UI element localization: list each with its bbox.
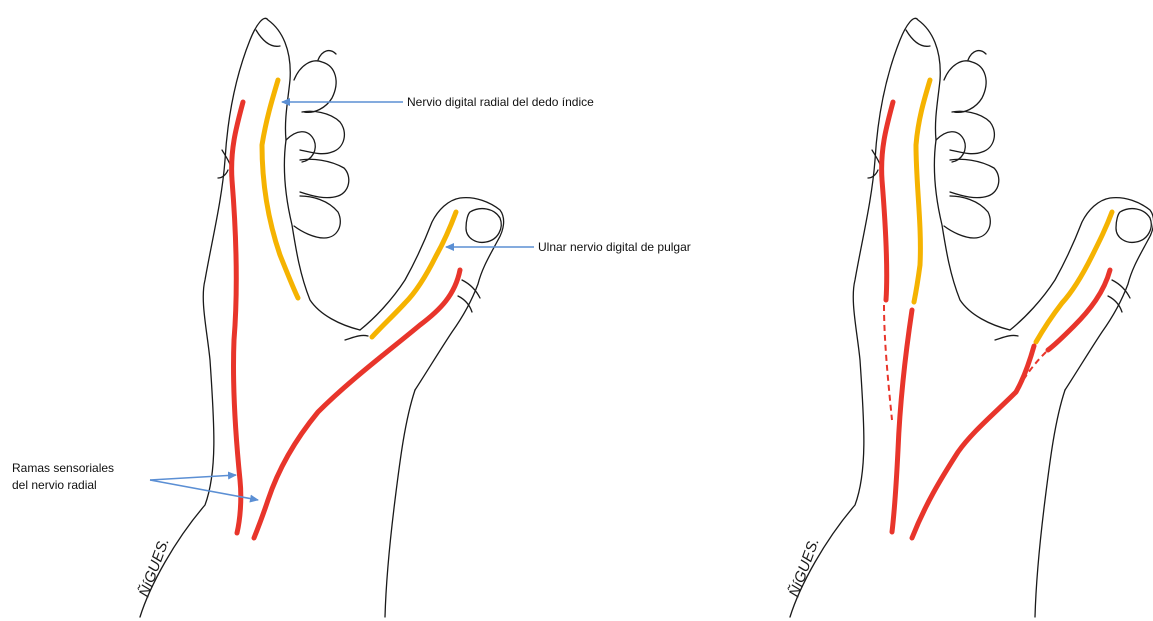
right-index-digital-nerve: [914, 80, 930, 302]
right-radial-branch-thumb-lower: [912, 346, 1034, 538]
left-radial-branch-thumb: [254, 270, 460, 538]
right-radial-branch-index-upper: [882, 102, 893, 300]
left-arrows: [150, 102, 534, 500]
right-nerves: [882, 80, 1112, 538]
left-radial-branch-index: [232, 102, 243, 533]
left-signature: ÑíGUES.: [136, 536, 173, 600]
right-radial-index-cut: [884, 305, 892, 420]
left-index-digital-nerve: [262, 80, 298, 298]
left-thumb-digital-nerve: [372, 212, 456, 337]
left-nerves: [232, 80, 460, 538]
label-index-nerve: Nervio digital radial del dedo índice: [407, 94, 594, 110]
right-signature-text: ÑíGUES.: [786, 536, 823, 600]
right-signature: ÑíGUES.: [786, 536, 823, 600]
label-radial-line2: del nervio radial: [12, 477, 97, 493]
left-signature-text: ÑíGUES.: [136, 536, 173, 600]
arrow-radial-upper: [150, 475, 236, 480]
label-radial-line1: Ramas sensoriales: [12, 460, 114, 476]
label-thumb-nerve: Ulnar nervio digital de pulgar: [538, 239, 691, 255]
right-radial-branch-index-lower: [892, 310, 912, 532]
right-hand-outline: [790, 18, 1153, 617]
